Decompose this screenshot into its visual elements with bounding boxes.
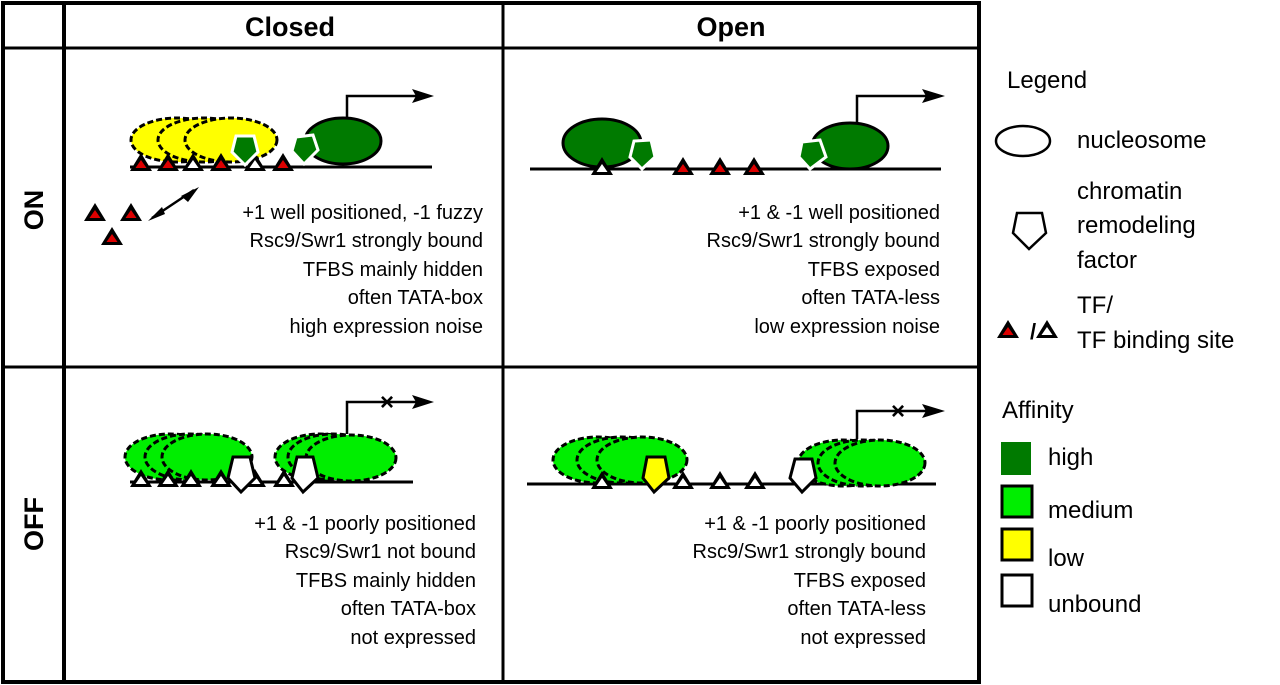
description-line: high expression noise xyxy=(290,316,483,338)
legend: Legend nucleosome chromatin remodeling f… xyxy=(994,67,1234,618)
transcription-arrow xyxy=(855,409,935,439)
legend-remodeler-label: factor xyxy=(1077,247,1137,274)
description-line: +1 & -1 poorly positioned xyxy=(704,513,926,535)
table-grid xyxy=(1,1,981,684)
description-line: often TATA-box xyxy=(341,598,476,620)
description-line: +1 & -1 poorly positioned xyxy=(254,513,476,535)
remodeler-high-icon xyxy=(290,133,320,167)
cell-on-closed-text: +1 well positioned, -1 fuzzy Rsc9/Swr1 s… xyxy=(242,202,483,338)
legend-remodeler-label: remodeling xyxy=(1077,212,1196,239)
transcription-arrow xyxy=(345,94,425,118)
description-line: +1 well positioned, -1 fuzzy xyxy=(242,202,483,224)
description-line: low expression noise xyxy=(754,316,940,338)
description-line: often TATA-less xyxy=(787,598,926,620)
remodeler-high-icon xyxy=(797,138,828,172)
affinity-label-unbound: unbound xyxy=(1048,591,1141,618)
legend-nucleosome-label: nucleosome xyxy=(1077,127,1206,154)
arrow-head-icon xyxy=(412,89,434,103)
tf-binding-site-icon xyxy=(1036,320,1058,338)
description-line: TFBS mainly hidden xyxy=(303,259,483,281)
description-line: not expressed xyxy=(350,627,476,649)
affinity-swatch-low xyxy=(1000,527,1034,562)
row-header-on: ON xyxy=(19,190,49,231)
remodeler-icon xyxy=(1011,211,1048,251)
blocked-icon: × xyxy=(380,389,394,416)
remodeler-unbound-icon xyxy=(290,455,320,495)
column-header-closed: Closed xyxy=(245,12,335,42)
tf-free-icon xyxy=(120,203,142,221)
cell-off-open-diagram: × xyxy=(527,398,945,495)
nucleosome-medium-fuzzy xyxy=(833,438,927,488)
affinity-label-high: high xyxy=(1048,444,1093,471)
remodeler-low-icon xyxy=(641,455,671,495)
description-line: Rsc9/Swr1 strongly bound xyxy=(707,230,940,252)
legend-tf-label: TF/ xyxy=(1077,292,1113,319)
description-line: not expressed xyxy=(800,627,926,649)
cell-on-open-text: +1 & -1 well positioned Rsc9/Swr1 strong… xyxy=(707,202,940,338)
arrow-head-icon xyxy=(181,187,199,202)
affinity-title: Affinity xyxy=(1002,397,1074,424)
legend-tf-label: TF binding site xyxy=(1077,327,1234,354)
cell-on-open-diagram xyxy=(530,89,945,175)
affinity-swatch-unbound xyxy=(1000,573,1034,608)
tf-bound-icon xyxy=(997,320,1019,338)
tf-bound-icon xyxy=(672,157,694,175)
table-border xyxy=(1,1,981,684)
tf-free-icon xyxy=(84,203,106,221)
nucleosome-icon xyxy=(994,124,1052,158)
arrow-head-icon xyxy=(148,207,165,221)
remodeler-high-icon xyxy=(628,138,657,172)
column-header-open: Open xyxy=(696,12,765,42)
legend-title: Legend xyxy=(1007,67,1087,94)
cell-off-closed-text: +1 & -1 poorly positioned Rsc9/Swr1 not … xyxy=(254,513,476,649)
affinity-label-medium: medium xyxy=(1048,497,1133,524)
arrow-head-icon xyxy=(922,89,945,103)
tf-free-icon xyxy=(101,227,123,245)
blocked-icon: × xyxy=(891,398,905,425)
affinity-swatch-medium xyxy=(1000,484,1034,519)
tf-bound-icon xyxy=(743,157,765,175)
description-line: TFBS exposed xyxy=(794,570,926,592)
legend-remodeler-label: chromatin xyxy=(1077,178,1182,205)
description-line: often TATA-less xyxy=(801,287,940,309)
tf-bound-icon xyxy=(709,157,731,175)
tf-binding-site-icon xyxy=(744,471,766,489)
arrow-head-icon xyxy=(922,404,945,418)
tf-bound-icon xyxy=(272,153,294,171)
description-line: Rsc9/Swr1 not bound xyxy=(285,541,476,563)
legend-tf-separator: / xyxy=(1030,319,1036,344)
description-line: often TATA-box xyxy=(348,287,483,309)
cell-on-closed-diagram xyxy=(84,89,434,245)
cell-off-open-text: +1 & -1 poorly positioned Rsc9/Swr1 stro… xyxy=(693,513,926,649)
nucleosome-low-fuzzy xyxy=(183,116,279,164)
transcription-arrow xyxy=(345,400,425,434)
remodeler-unbound-icon xyxy=(788,457,818,495)
affinity-label-low: low xyxy=(1048,545,1085,572)
nucleosome-medium-fuzzy xyxy=(304,433,398,483)
description-line: Rsc9/Swr1 strongly bound xyxy=(693,541,926,563)
arrow-head-icon xyxy=(412,395,434,409)
transcription-arrow xyxy=(855,94,935,123)
affinity-swatch-high xyxy=(1001,442,1031,475)
description-line: +1 & -1 well positioned xyxy=(738,202,940,224)
tf-binding-site-icon xyxy=(709,471,731,489)
description-line: TFBS mainly hidden xyxy=(296,570,476,592)
description-line: Rsc9/Swr1 strongly bound xyxy=(250,230,483,252)
description-line: TFBS exposed xyxy=(808,259,940,281)
cell-off-closed-diagram: × xyxy=(123,389,434,495)
row-header-off: OFF xyxy=(19,497,49,551)
remodeler-unbound-icon xyxy=(226,455,257,495)
remodeler-high-icon xyxy=(230,134,260,168)
